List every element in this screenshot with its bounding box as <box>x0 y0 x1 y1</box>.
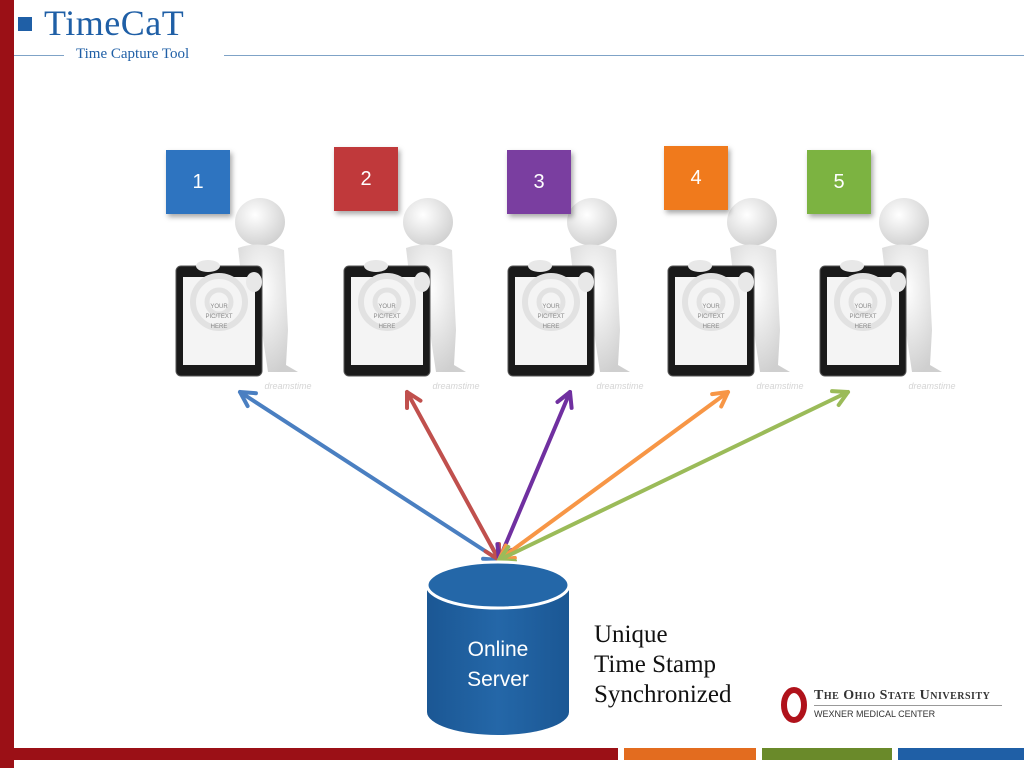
app-subtitle: Time Capture Tool <box>76 46 190 62</box>
app-title: TimeCaT <box>44 3 185 43</box>
tablet-placeholder-text: PIC/TEXT <box>205 314 232 320</box>
tablet-placeholder-text: HERE <box>379 324 396 330</box>
person-with-tablet-icon: YOUR PIC/TEXT HERE dreamstime <box>343 198 480 391</box>
tablet-placeholder-text: PIC/TEXT <box>537 314 564 320</box>
tablet-placeholder-text: YOUR <box>210 304 228 310</box>
tablet-placeholder-text: HERE <box>211 324 228 330</box>
tablet-placeholder-text: PIC/TEXT <box>373 314 400 320</box>
footer-bar-green <box>762 748 892 760</box>
sync-arrow <box>497 389 850 563</box>
watermark-text: dreamstime <box>596 381 643 391</box>
tablet-placeholder-text: YOUR <box>702 304 720 310</box>
title-square-icon <box>18 17 32 31</box>
footer-bar-blue <box>898 748 1024 760</box>
person-with-tablet-icon: YOUR PIC/TEXT HERE dreamstime <box>507 198 644 391</box>
sync-arrow <box>405 390 501 562</box>
footer-bar-red <box>0 748 618 760</box>
device-number-box: 3 <box>507 150 571 214</box>
feature-item: Time Stamp <box>594 651 717 678</box>
footer-bar-orange <box>624 748 756 760</box>
tablet-placeholder-text: YOUR <box>542 304 560 310</box>
watermark-text: dreamstime <box>432 381 479 391</box>
watermark-text: dreamstime <box>264 381 311 391</box>
title-rule-left <box>14 55 64 56</box>
person-with-tablet-icon: YOUR PIC/TEXT HERE dreamstime <box>819 198 956 391</box>
feature-item: Unique <box>594 621 668 648</box>
left-accent-bar <box>0 0 14 768</box>
tablet-placeholder-text: HERE <box>703 324 720 330</box>
watermark-text: dreamstime <box>756 381 803 391</box>
tablet-placeholder-text: PIC/TEXT <box>697 314 724 320</box>
device-number-box: 2 <box>334 147 398 211</box>
feature-item: Synchronized <box>594 681 732 708</box>
figures-layer: YOUR PIC/TEXT HERE dreamstime YOUR PIC/TEXT HE… <box>175 198 956 391</box>
tablet-placeholder-text: YOUR <box>854 304 872 310</box>
server-label-line2: Server <box>467 668 529 691</box>
osu-logo-icon <box>781 687 807 723</box>
sync-arrow <box>238 390 501 562</box>
osu-logo-name: The Ohio State University <box>814 688 991 703</box>
server-label-line1: Online <box>467 638 529 661</box>
tablet-placeholder-text: YOUR <box>378 304 396 310</box>
online-server-cylinder <box>425 560 571 735</box>
osu-logo-rule <box>814 705 1002 706</box>
server-label: Online Server <box>428 635 568 695</box>
device-number-box: 1 <box>166 150 230 214</box>
title-rule-right <box>224 55 1024 56</box>
tablet-placeholder-text: HERE <box>855 324 872 330</box>
person-with-tablet-icon: YOUR PIC/TEXT HERE dreamstime <box>175 198 312 391</box>
tablet-placeholder-text: HERE <box>543 324 560 330</box>
person-with-tablet-icon: YOUR PIC/TEXT HERE dreamstime <box>667 198 804 391</box>
device-number-box: 4 <box>664 146 728 210</box>
tablet-placeholder-text: PIC/TEXT <box>849 314 876 320</box>
arrows-layer <box>238 389 850 563</box>
features-list: Unique Time Stamp Synchronized <box>594 620 731 710</box>
watermark-text: dreamstime <box>908 381 955 391</box>
device-number-box: 5 <box>807 150 871 214</box>
osu-logo-subtitle: WEXNER MEDICAL CENTER <box>814 709 936 719</box>
